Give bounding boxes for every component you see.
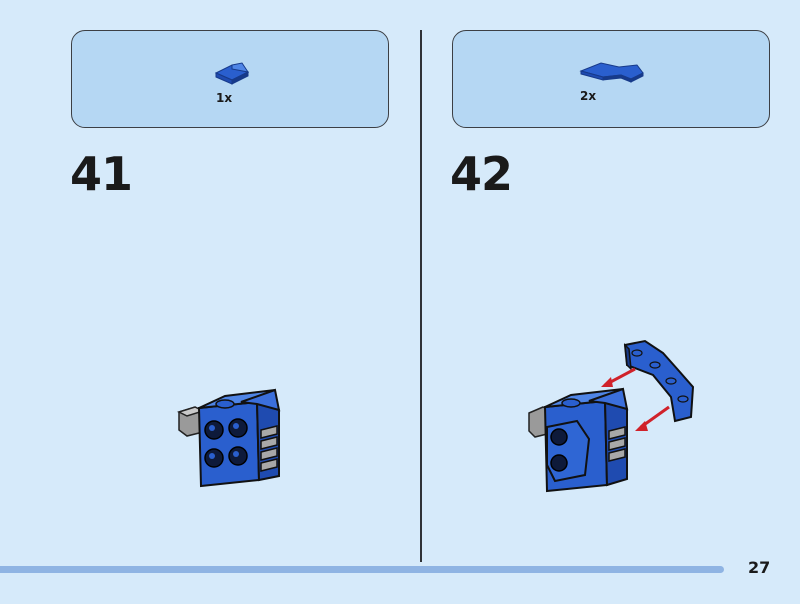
- parts-callout-step-42: 2x: [452, 30, 770, 128]
- page-number: 27: [748, 558, 771, 577]
- step-41-model-illustration: [177, 388, 281, 488]
- progress-bar: [0, 566, 724, 573]
- parts-callout-step-41: 1x: [71, 30, 389, 128]
- step-number: 41: [70, 147, 133, 201]
- part-count: 2x: [580, 89, 597, 103]
- blue-wedge-plate-icon: [579, 62, 644, 83]
- step-divider: [420, 30, 422, 562]
- step-42-model-illustration: [528, 339, 695, 493]
- part-count: 1x: [216, 91, 233, 105]
- step-number: 42: [450, 147, 513, 201]
- blue-slope-tile-icon: [214, 62, 250, 85]
